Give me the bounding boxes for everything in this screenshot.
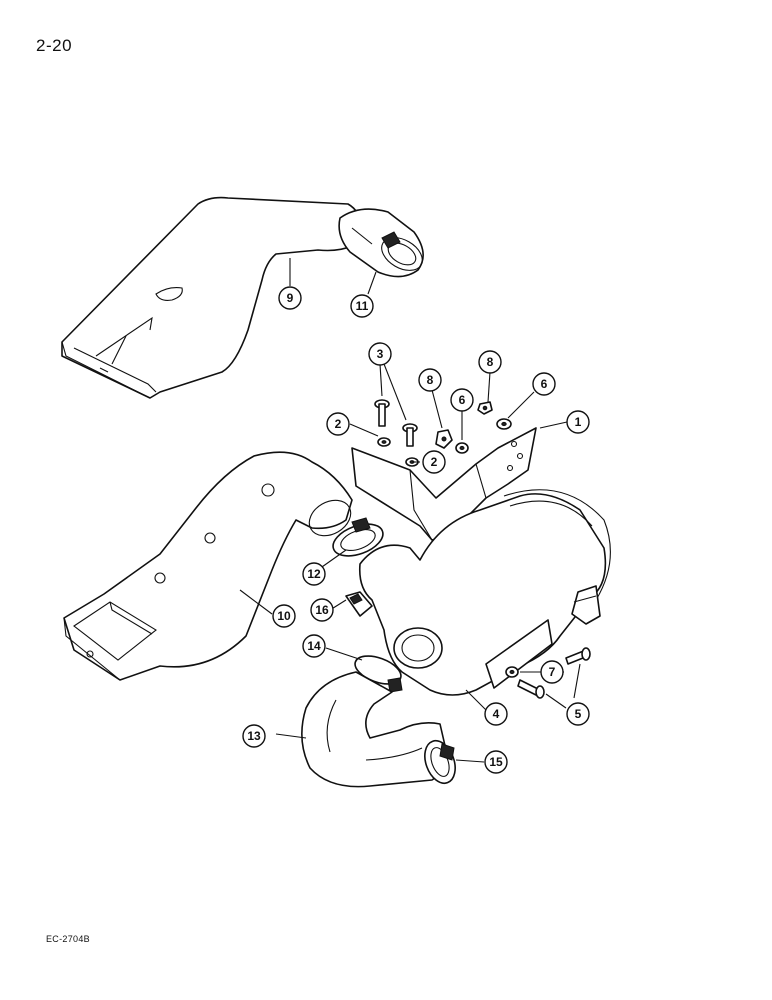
outlet-hose-clamp-lower bbox=[424, 739, 456, 785]
callout-6-right-label: 6 bbox=[541, 377, 548, 391]
callout-9-label: 9 bbox=[287, 291, 294, 305]
callout-12: 12 bbox=[302, 562, 326, 586]
callout-10: 10 bbox=[272, 604, 296, 628]
callout-9: 9 bbox=[278, 286, 302, 310]
callout-14-label: 14 bbox=[307, 639, 321, 653]
bolt-5-lower bbox=[517, 679, 545, 699]
washer-2-left bbox=[377, 437, 391, 447]
washer-6-right bbox=[496, 418, 512, 430]
callout-16-label: 16 bbox=[315, 603, 329, 617]
callout-3: 3 bbox=[368, 342, 392, 366]
bolt-3-right bbox=[402, 423, 418, 447]
washer-6-left bbox=[455, 442, 469, 454]
callout-2-upper-label: 2 bbox=[335, 417, 342, 431]
washer-7 bbox=[505, 666, 519, 678]
callout-2-lower: 2 bbox=[422, 450, 446, 474]
callout-2-upper: 2 bbox=[326, 412, 350, 436]
callout-15: 15 bbox=[484, 750, 508, 774]
callout-8-right-label: 8 bbox=[487, 355, 494, 369]
restriction-indicator-fitting bbox=[345, 591, 373, 617]
callout-12-label: 12 bbox=[307, 567, 321, 581]
callout-7: 7 bbox=[540, 660, 564, 684]
upper-hose-clamp bbox=[338, 208, 424, 278]
mounting-bracket bbox=[351, 427, 537, 541]
lower-intake-duct bbox=[63, 451, 353, 681]
upper-intake-duct bbox=[61, 196, 362, 399]
nut-8-right bbox=[477, 401, 493, 415]
callout-8-right: 8 bbox=[478, 350, 502, 374]
callout-10-label: 10 bbox=[277, 609, 291, 623]
nut-8-left bbox=[435, 429, 453, 449]
callout-13: 13 bbox=[242, 724, 266, 748]
callout-8-left: 8 bbox=[418, 368, 442, 392]
callout-2-lower-label: 2 bbox=[431, 455, 438, 469]
page-number: 2-20 bbox=[36, 36, 73, 55]
callout-11-label: 11 bbox=[356, 299, 369, 313]
callout-5-label: 5 bbox=[575, 707, 582, 721]
callout-16: 16 bbox=[310, 598, 334, 622]
intake-hose-clamp bbox=[332, 517, 384, 557]
callout-13-label: 13 bbox=[247, 729, 261, 743]
callout-4: 4 bbox=[484, 702, 508, 726]
callout-6-left-label: 6 bbox=[459, 393, 466, 407]
bolt-3-left bbox=[374, 399, 390, 427]
callout-1: 1 bbox=[566, 410, 590, 434]
callout-7-label: 7 bbox=[549, 665, 556, 679]
figure-code: EC-2704B bbox=[46, 934, 90, 944]
callout-15-label: 15 bbox=[489, 755, 503, 769]
callout-5: 5 bbox=[566, 702, 590, 726]
callout-3-label: 3 bbox=[377, 347, 384, 361]
outlet-hose bbox=[301, 671, 448, 788]
bolt-5-upper bbox=[565, 647, 591, 665]
callout-6-right: 6 bbox=[532, 372, 556, 396]
callout-11: 11 bbox=[350, 294, 374, 318]
callout-4-label: 4 bbox=[493, 707, 500, 721]
air-cleaner-body bbox=[358, 489, 611, 696]
callout-6-left: 6 bbox=[450, 388, 474, 412]
callout-8-left-label: 8 bbox=[427, 373, 434, 387]
callout-14: 14 bbox=[302, 634, 326, 658]
callout-1-label: 1 bbox=[575, 415, 582, 429]
